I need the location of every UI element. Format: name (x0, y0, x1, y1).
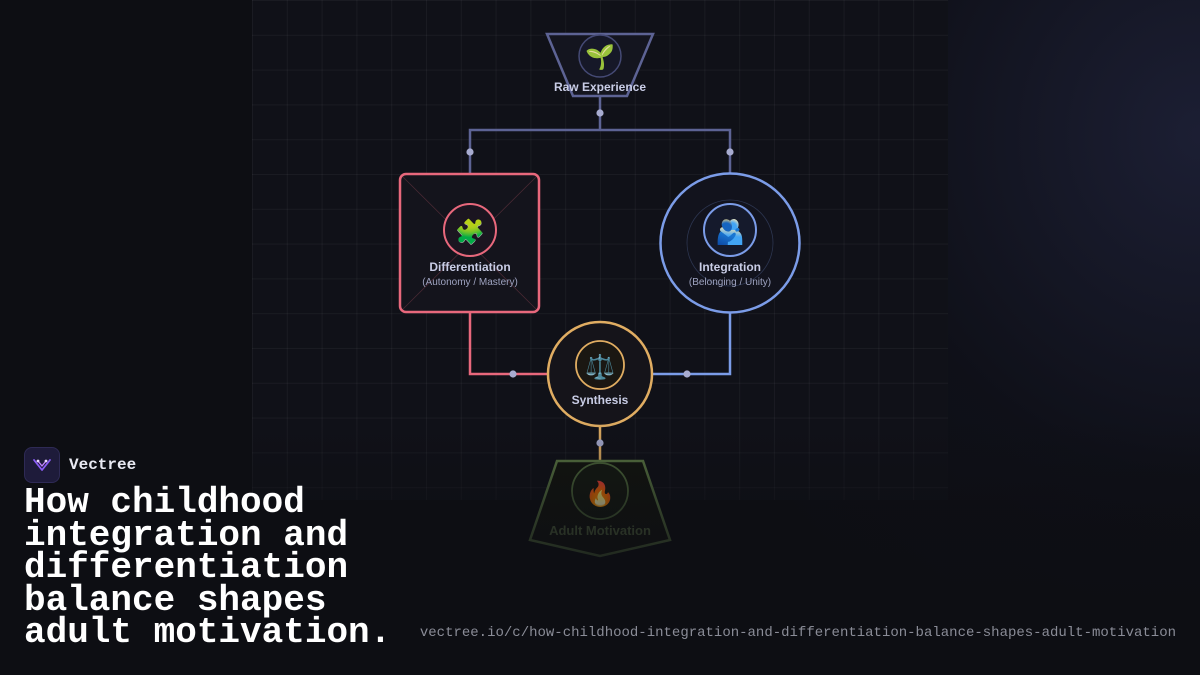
integration-inner-circle (686, 199, 774, 287)
differentiation-label: Differentiation (429, 260, 510, 274)
integration-sublabel: (Belonging / Unity) (689, 277, 771, 288)
integration-icon-ring (703, 203, 757, 257)
differentiation-sublabel: (Autonomy / Mastery) (422, 277, 518, 288)
adult-motivation-label: Adult Motivation (549, 523, 651, 538)
puzzle-piece-icon: 🧩 (455, 218, 485, 246)
connector-dot (596, 109, 604, 117)
balance-scale-icon: ⚖️ (585, 353, 615, 381)
connector-differentiation-to-synthesis (468, 312, 548, 376)
brand-name: Vectree (69, 456, 137, 474)
seedling-icon: 🌱 (585, 43, 615, 71)
node-integration: 🫂 Integration (Belonging / Unity) (659, 172, 801, 314)
article-url[interactable]: vectree.io/c/how-childhood-integration-a… (419, 625, 1176, 641)
connector-dot (509, 370, 517, 378)
fire-icon: 🔥 (585, 480, 615, 508)
people-hugging-icon: 🫂 (715, 218, 745, 246)
connector-split-bar (468, 128, 732, 174)
raw-experience-icon-ring (578, 34, 622, 78)
page-headline: How childhood integration and differenti… (24, 482, 392, 653)
node-differentiation: 🧩 Differentiation (Autonomy / Mastery) (398, 172, 541, 314)
connector-dots (466, 109, 734, 447)
connector-dot (726, 148, 734, 156)
brand: Vectree (24, 447, 136, 483)
connector-dot (596, 439, 604, 447)
differentiation-icon-ring (443, 203, 497, 257)
synthesis-icon-ring (575, 340, 625, 390)
integration-label: Integration (699, 260, 761, 274)
connector-dot (683, 370, 691, 378)
node-raw-experience: 🌱 Raw Experience (545, 32, 655, 98)
vectree-logo-icon (24, 447, 60, 483)
node-synthesis: ⚖️ Synthesis (546, 320, 654, 428)
connector-dot (466, 148, 474, 156)
synthesis-label: Synthesis (572, 393, 629, 407)
node-adult-motivation: 🔥 Adult Motivation (528, 459, 672, 558)
connector-integration-to-synthesis (652, 312, 732, 376)
raw-experience-label: Raw Experience (554, 80, 646, 94)
